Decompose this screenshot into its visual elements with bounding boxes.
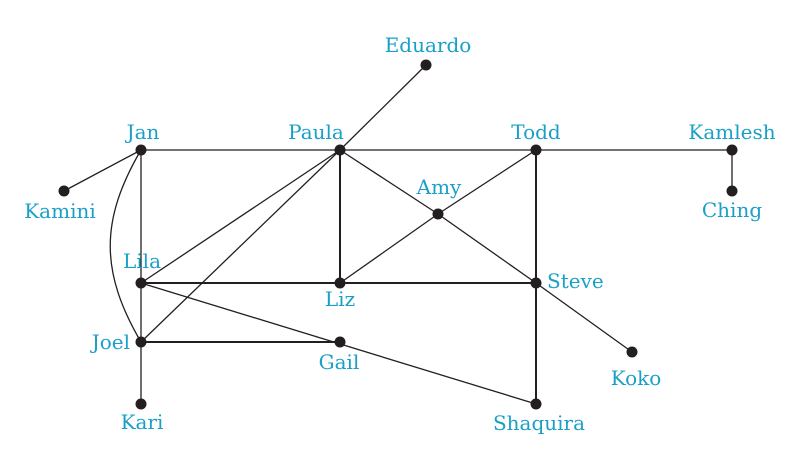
- node-label-joel: Joel: [90, 330, 130, 354]
- node-liz: [334, 277, 346, 289]
- node-jan: [135, 144, 147, 156]
- node-label-liz: Liz: [325, 287, 355, 311]
- node-lila: [135, 277, 147, 289]
- node-label-todd: Todd: [511, 120, 561, 144]
- edge-jan-kamini: [63, 149, 142, 192]
- node-label-eduardo: Eduardo: [385, 33, 472, 57]
- graph-edges: [63, 64, 733, 405]
- node-label-paula: Paula: [288, 120, 344, 144]
- edge-paula-eduardo: [339, 64, 427, 151]
- node-paula: [334, 144, 346, 156]
- node-label-steve: Steve: [547, 269, 604, 293]
- edge-amy-steve: [437, 213, 537, 284]
- node-label-shaquira: Shaquira: [493, 411, 585, 435]
- node-label-kamini: Kamini: [24, 199, 96, 223]
- node-todd: [530, 144, 542, 156]
- graph-nodes: [58, 59, 738, 410]
- edge-steve-koko: [535, 282, 633, 353]
- node-label-lila: Lila: [123, 249, 161, 273]
- edge-jan-joel: [109, 149, 142, 343]
- edge-amy-liz: [339, 213, 439, 284]
- node-ching: [726, 185, 738, 197]
- node-label-ching: Ching: [702, 198, 762, 222]
- edge-paula-joel: [140, 149, 341, 343]
- node-amy: [432, 208, 444, 220]
- node-label-gail: Gail: [319, 350, 360, 374]
- node-label-kamlesh: Kamlesh: [688, 120, 775, 144]
- node-eduardo: [420, 59, 432, 71]
- edge-amy-todd: [437, 149, 537, 215]
- edge-paula-amy: [339, 149, 439, 215]
- node-gail: [334, 336, 346, 348]
- node-steve: [530, 277, 542, 289]
- node-joel: [135, 336, 147, 348]
- node-kamlesh: [726, 144, 738, 156]
- node-koko: [626, 346, 638, 358]
- node-kamini: [58, 185, 70, 197]
- node-label-kari: Kari: [121, 410, 164, 434]
- node-label-koko: Koko: [611, 366, 662, 390]
- node-label-amy: Amy: [416, 175, 462, 199]
- node-shaquira: [530, 398, 542, 410]
- edge-paula-lila: [140, 149, 341, 284]
- node-label-jan: Jan: [125, 120, 160, 144]
- node-kari: [135, 398, 147, 410]
